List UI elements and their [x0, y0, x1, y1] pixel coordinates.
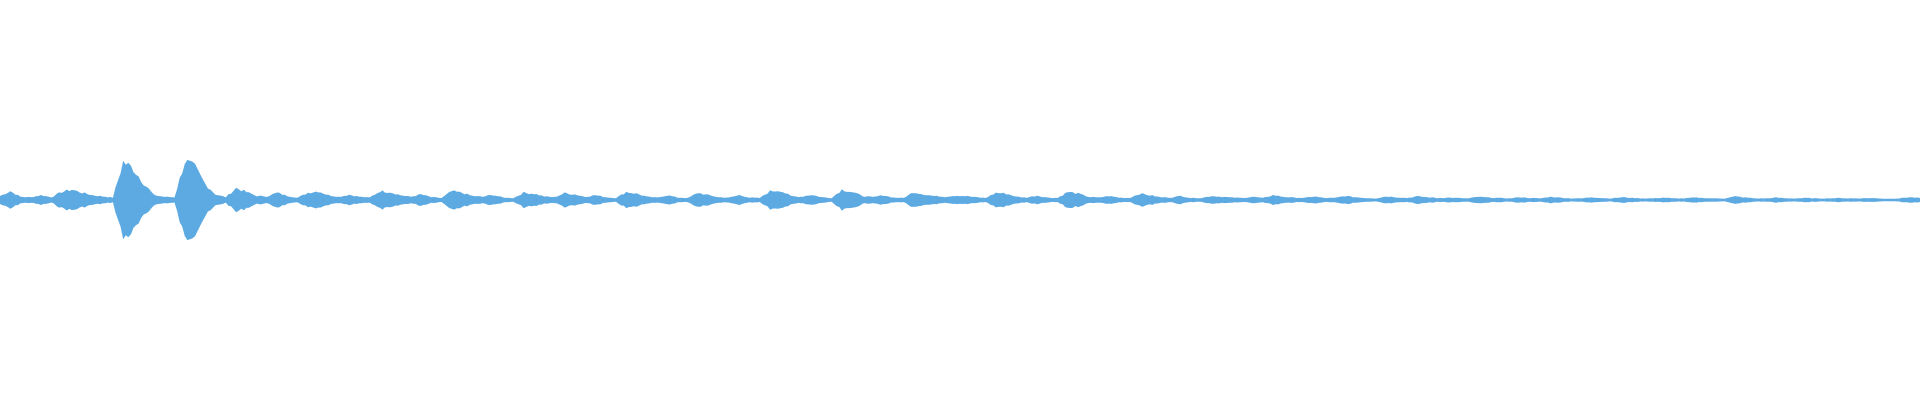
- waveform-envelope: [0, 159, 1920, 241]
